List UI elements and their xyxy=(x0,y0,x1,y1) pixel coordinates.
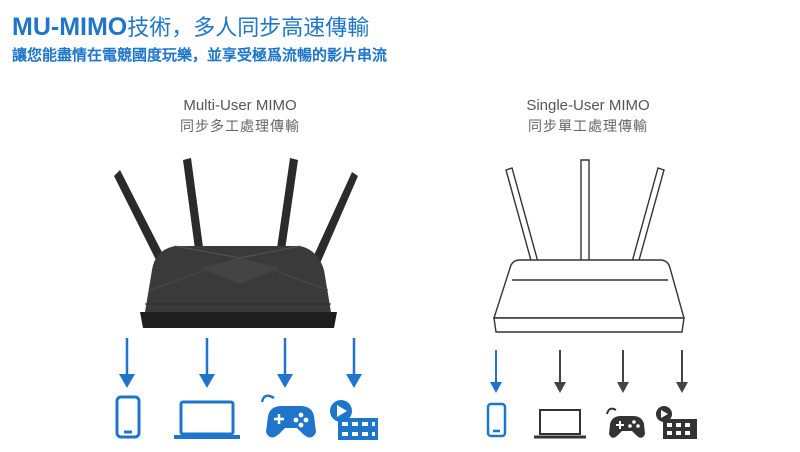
mu-mimo-arrows xyxy=(119,338,362,388)
mu-laptop-icon xyxy=(174,400,240,439)
su-phone-icon xyxy=(486,402,507,438)
left-column-label: Multi-User MIMO 同步多工處理傳輸 xyxy=(100,96,380,138)
su-gamepad-icon xyxy=(606,407,645,438)
mu-phone-icon xyxy=(115,395,141,439)
page-title: MU-MIMO技術，多人同步高速傳輸 xyxy=(12,12,369,42)
right-column-label: Single-User MIMO 同步單工處理傳輸 xyxy=(448,96,728,138)
mu-mimo-sublabel: 同步多工處理傳輸 xyxy=(180,119,300,135)
title-cjk: 技術，多人同步高速傳輸 xyxy=(127,16,370,41)
su-laptop-icon xyxy=(534,409,586,439)
mu-gamepad-icon xyxy=(260,394,316,438)
su-mimo-router-image xyxy=(493,159,685,333)
mu-mimo-label: Multi-User MIMO xyxy=(183,97,297,114)
su-mimo-sublabel: 同步單工處理傳輸 xyxy=(528,119,648,135)
su-video-icon xyxy=(656,406,697,439)
mu-mimo-router-image xyxy=(114,158,358,328)
title-latin: MU-MIMO xyxy=(12,13,128,41)
su-mimo-arrows xyxy=(490,350,688,393)
mu-video-icon xyxy=(330,400,378,440)
su-mimo-label: Single-User MIMO xyxy=(526,97,650,114)
page-subtitle: 讓您能盡情在電競國度玩樂，並享受極爲流暢的影片串流 xyxy=(12,46,388,64)
